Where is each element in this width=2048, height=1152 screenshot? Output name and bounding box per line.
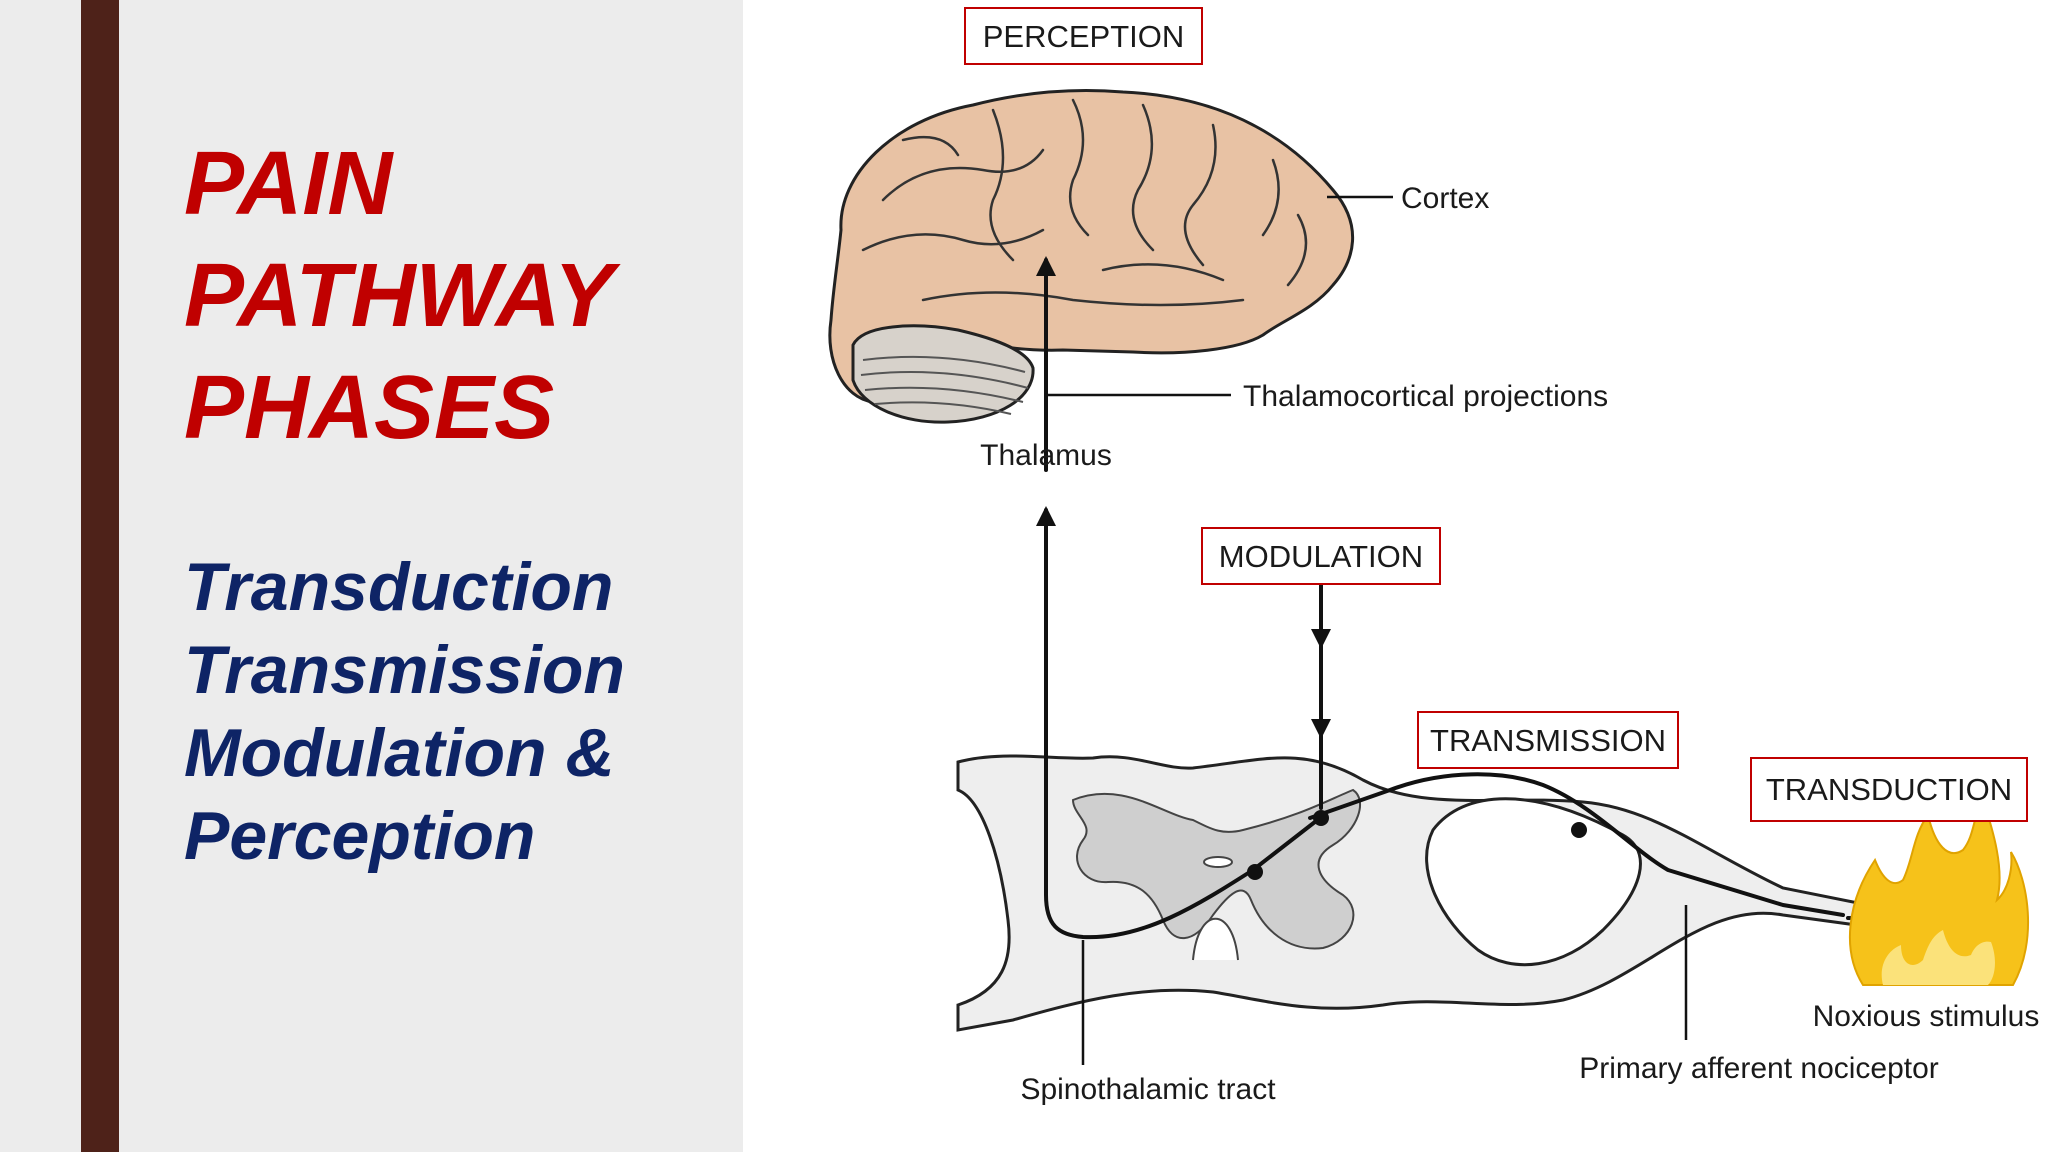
phase-item: Perception	[184, 798, 536, 874]
title-line: PHASES	[184, 358, 555, 458]
neuron-dot	[1571, 822, 1587, 838]
synapse-dot	[1313, 810, 1329, 826]
leader-lines	[1046, 195, 1688, 1065]
thalamocortical-label: Thalamocortical projections	[1243, 380, 1608, 413]
phase-item: Transduction	[184, 549, 614, 625]
spinothalamic-label: Spinothalamic tract	[1020, 1073, 1276, 1106]
modulation-box: MODULATION	[1201, 527, 1441, 585]
cortex-label: Cortex	[1401, 182, 1489, 215]
flame-icon	[1848, 797, 2030, 986]
transduction-label: TRANSDUCTION	[1766, 772, 2012, 807]
nociceptor-label: Primary afferent nociceptor	[1579, 1052, 1939, 1085]
title-line: PAIN	[184, 134, 393, 234]
transduction-box: TRANSDUCTION	[1750, 757, 2028, 822]
transmission-box: TRANSMISSION	[1417, 711, 1679, 769]
phase-list: Transduction Transmission Modulation & P…	[184, 546, 625, 878]
noxious-stimulus-label: Noxious stimulus	[1813, 1000, 2040, 1033]
slide-title: PAIN PATHWAY PHASES	[184, 128, 614, 464]
perception-box: PERCEPTION	[964, 7, 1203, 65]
left-panel	[0, 0, 743, 1152]
transmission-label: TRANSMISSION	[1430, 723, 1666, 758]
modulation-label: MODULATION	[1219, 539, 1423, 574]
title-line: PATHWAY	[184, 246, 614, 346]
spinal-cord-icon	[956, 754, 1895, 1032]
brain-icon	[828, 89, 1355, 424]
synapse-dot	[1247, 864, 1263, 880]
phase-item: Modulation &	[184, 715, 615, 791]
perception-label: PERCEPTION	[983, 19, 1185, 54]
thalamus-label: Thalamus	[980, 439, 1112, 472]
phase-item: Transmission	[184, 632, 625, 708]
pain-pathway-diagram: PERCEPTION MODULATION TRANSMISSION TRANS…	[828, 7, 2040, 1106]
accent-bar	[81, 0, 119, 1152]
